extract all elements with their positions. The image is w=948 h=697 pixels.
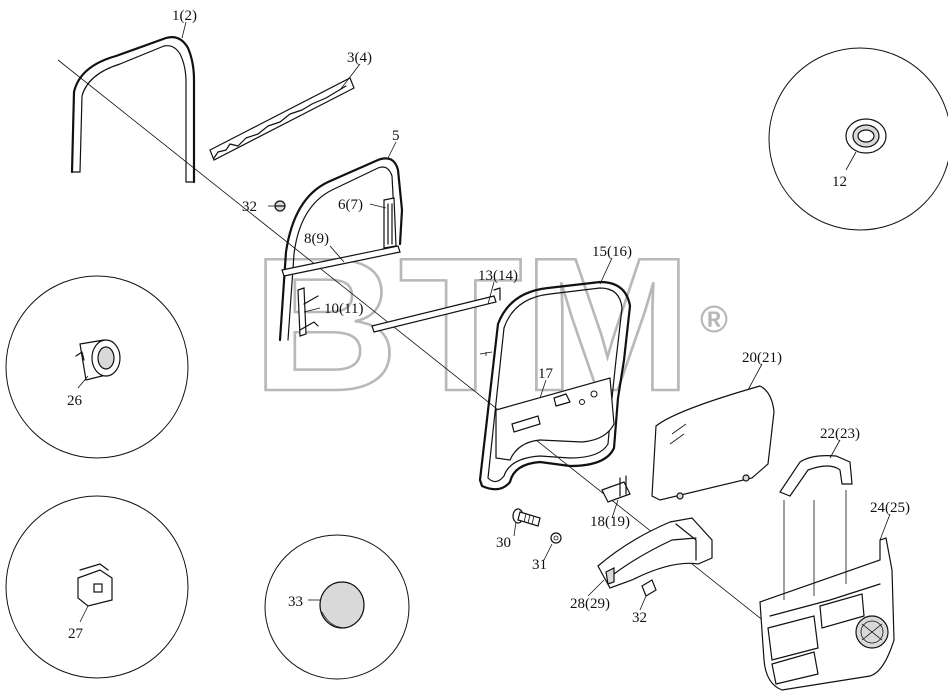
part-regulator-channel: [297, 287, 319, 337]
part-inner-panel: [495, 377, 615, 461]
callout-22: 22(23): [820, 426, 860, 442]
detail-circle-26: [5, 275, 189, 459]
callout-8: 8(9): [304, 231, 329, 247]
assembly-axis-line: [57, 59, 766, 623]
part-clip-small: [274, 200, 286, 212]
detail-circle-33: [264, 534, 410, 680]
callout-27: 27: [68, 626, 84, 642]
part-lower-bracket: [597, 517, 713, 589]
callout-24: 24(25): [870, 500, 910, 516]
part-door-seal: [478, 280, 632, 491]
callout-5: 5: [392, 128, 400, 144]
watermark-registered-mark: ®: [700, 299, 728, 341]
part-division-bar: [383, 197, 397, 249]
callout-10: 10(11): [324, 301, 363, 317]
part-door-frame: [278, 157, 404, 342]
part-door-glass: [651, 385, 775, 501]
callout-32-upper: 32: [242, 199, 257, 215]
callout-12: 12: [832, 174, 847, 190]
part-glass-run-channel: [70, 36, 196, 184]
callout-18: 18(19): [590, 514, 630, 530]
part-belt-strip: [209, 77, 355, 161]
detail-circle-12: [768, 47, 948, 231]
callout-20: 20(21): [742, 350, 782, 366]
callout-1: 1(2): [172, 8, 197, 24]
part-outer-weatherstrip: [371, 287, 501, 333]
callout-labels: 1(2) 3(4) 5 32 6(7) 8(9) 10(11) 13(14) 1…: [67, 8, 910, 642]
callout-26: 26: [67, 393, 83, 409]
leader-lines: [181, 21, 891, 611]
callout-28: 28(29): [570, 596, 610, 612]
part-hinge-bracket: [601, 475, 631, 503]
part-belt-weatherstrip: [281, 245, 401, 277]
part-washer: [550, 532, 562, 544]
callout-31: 31: [532, 557, 547, 573]
callout-17: 17: [538, 366, 554, 382]
part-grab-handle: [779, 455, 853, 497]
callout-3: 3(4): [347, 50, 372, 66]
callout-32-lower: 32: [632, 610, 647, 626]
part-screw: [512, 508, 541, 527]
callout-6: 6(7): [338, 197, 363, 213]
callout-15: 15(16): [592, 244, 632, 260]
callout-33: 33: [288, 594, 303, 610]
callout-30: 30: [496, 535, 511, 551]
part-door-trim-panel: [759, 490, 895, 691]
callout-13: 13(14): [478, 268, 518, 284]
part-clip-lower: [641, 579, 657, 597]
detail-circle-27: [5, 495, 189, 679]
